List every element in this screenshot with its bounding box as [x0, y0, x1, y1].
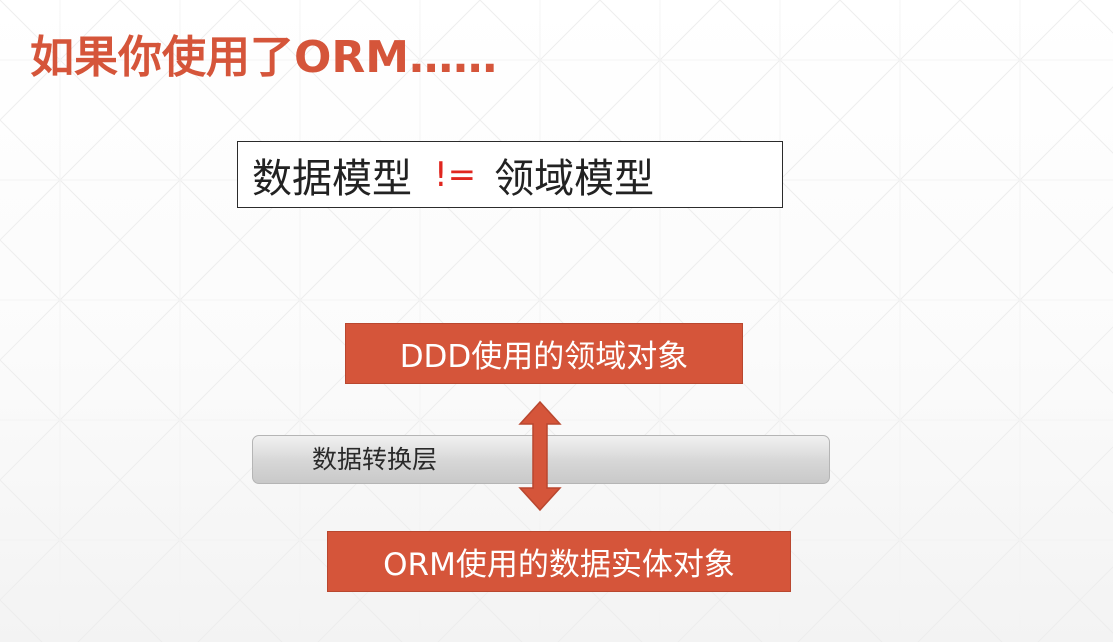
data-model-text: 数据模型 — [252, 155, 412, 202]
domain-model-text: 领域模型 — [494, 155, 655, 202]
model-inequality-box: 数据模型 != 领域模型 — [237, 141, 783, 208]
double-vertical-arrow-icon — [518, 400, 562, 512]
data-conversion-layer-label: 数据转换层 — [312, 445, 438, 474]
orm-data-entity-object-box: ORM使用的数据实体对象 — [327, 531, 791, 592]
not-equal-operator: != — [434, 154, 477, 195]
ddd-domain-object-box: DDD使用的领域对象 — [345, 323, 743, 384]
slide-title: 如果你使用了ORM…… — [30, 32, 498, 83]
